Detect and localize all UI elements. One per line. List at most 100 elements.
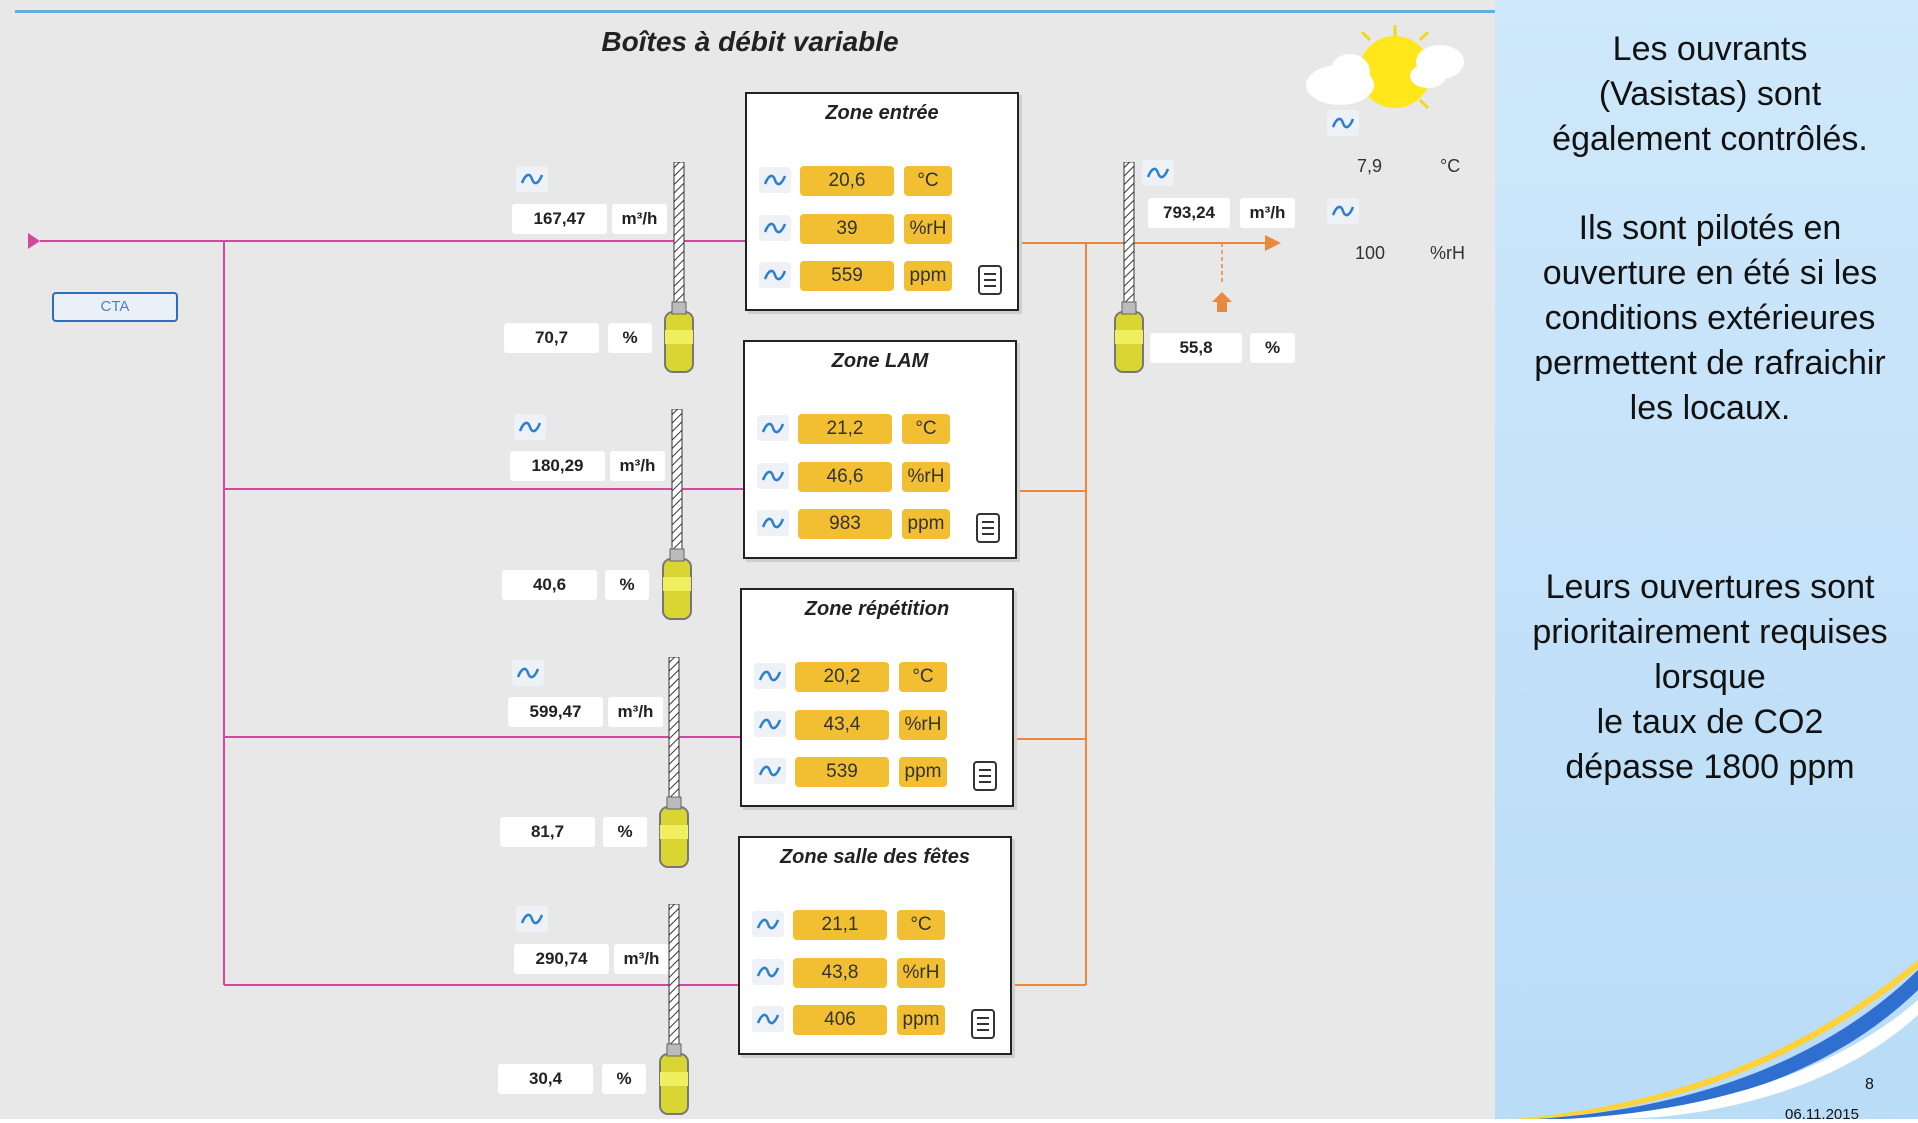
side-text-line: ouverture en été si les: [1542, 254, 1878, 292]
zone2-report-icon[interactable]: [973, 512, 1003, 544]
zone1-damper-actuator[interactable]: [662, 162, 696, 377]
zone4-co2-trend-icon[interactable]: [752, 1006, 784, 1032]
zone1-title: Zone entrée: [825, 102, 939, 124]
zone1-hum-value: 39: [800, 214, 894, 244]
exhaust-opening-unit: %: [1250, 333, 1295, 363]
zone2-panel: Zone LAM 21,2 °C 46,6 %rH 983 ppm: [743, 340, 1017, 559]
zone4-flow-value: 290,74: [514, 944, 609, 974]
zone2-flow-unit: m³/h: [610, 451, 665, 481]
zone2-damper-actuator[interactable]: [660, 409, 694, 624]
exhaust-damper-actuator[interactable]: [1112, 162, 1146, 377]
zone3-damper-actuator[interactable]: [657, 657, 691, 872]
side-text-line: Les ouvrants: [1612, 30, 1808, 68]
side-text-line: (Vasistas) sont: [1598, 75, 1822, 113]
scada-panel: Boîtes à débit variable CTA 7,9 °C 100 %…: [0, 0, 1495, 1119]
zone2-title: Zone LAM: [831, 350, 929, 372]
zone3-panel: Zone répétition 20,2 °C 43,4 %rH 539 ppm: [740, 588, 1014, 807]
zone2-co2-unit: ppm: [902, 509, 950, 539]
side-text-line: prioritairement requises: [1532, 613, 1888, 651]
zone3-flow-unit: m³/h: [608, 697, 663, 727]
exhaust-flow-value: 793,24: [1148, 198, 1230, 228]
side-text-p2: Ils sont pilotés en ouverture en été si …: [1505, 206, 1915, 431]
zone2-opening-unit: %: [605, 570, 649, 600]
zone3-title: Zone répétition: [804, 598, 950, 620]
zone4-flow-unit: m³/h: [614, 944, 669, 974]
outdoor-hum-unit: %rH: [1430, 243, 1465, 263]
side-text-line: dépasse 1800 ppm: [1565, 748, 1855, 786]
zone2-flow-value: 180,29: [510, 451, 605, 481]
side-text-line: Ils sont pilotés en: [1578, 209, 1842, 247]
duct-network: [28, 233, 1281, 986]
zone1-co2-trend-icon[interactable]: [759, 262, 791, 288]
zone2-temp-unit: °C: [902, 414, 950, 444]
zone4-opening-value: 30,4: [498, 1064, 593, 1094]
outdoor-hum-trend-icon[interactable]: [1327, 198, 1359, 224]
zone2-opening-value: 40,6: [502, 570, 597, 600]
zone2-temp-trend-icon[interactable]: [757, 415, 789, 441]
zone3-co2-value: 539: [795, 757, 889, 787]
zone1-opening-value: 70,7: [504, 323, 599, 353]
side-panel: [1495, 0, 1918, 1119]
zone3-flow-trend-icon[interactable]: [512, 660, 544, 686]
supply-inlet-arrow: [28, 233, 40, 249]
side-text-line: le taux de CO2: [1596, 703, 1824, 741]
zone3-temp-value: 20,2: [795, 662, 889, 692]
zone4-hum-value: 43,8: [793, 958, 887, 988]
zone4-temp-trend-icon[interactable]: [752, 911, 784, 937]
zone4-temp-value: 21,1: [793, 910, 887, 940]
zone1-flow-unit: m³/h: [612, 204, 667, 234]
zone1-hum-trend-icon[interactable]: [759, 215, 791, 241]
zone1-co2-value: 559: [800, 261, 894, 291]
zone2-temp-value: 21,2: [798, 414, 892, 444]
zone2-hum-trend-icon[interactable]: [757, 463, 789, 489]
zone3-hum-value: 43,4: [795, 710, 889, 740]
zone1-flow-trend-icon[interactable]: [516, 166, 548, 192]
zone2-co2-value: 983: [798, 509, 892, 539]
zone1-panel: Zone entrée 20,6 °C 39 %rH 559 ppm: [745, 92, 1019, 311]
zone4-hum-unit: %rH: [897, 958, 945, 988]
vasistas-arrow-icon: [1212, 292, 1232, 312]
top-border: [15, 10, 1495, 13]
zone4-hum-trend-icon[interactable]: [752, 959, 784, 985]
cta-button[interactable]: CTA: [52, 292, 178, 322]
zone4-opening-unit: %: [602, 1064, 646, 1094]
side-text-line: les locaux.: [1629, 389, 1791, 427]
side-text-line: lorsque: [1654, 658, 1766, 696]
zone1-temp-unit: °C: [904, 166, 952, 196]
side-text-line: également contrôlés.: [1552, 120, 1868, 158]
zone3-co2-trend-icon[interactable]: [754, 758, 786, 784]
zone4-flow-trend-icon[interactable]: [516, 906, 548, 932]
zone3-temp-trend-icon[interactable]: [754, 663, 786, 689]
zone3-report-icon[interactable]: [970, 760, 1000, 792]
zone2-co2-trend-icon[interactable]: [757, 510, 789, 536]
page-number: 8: [1865, 1076, 1874, 1093]
zone3-hum-trend-icon[interactable]: [754, 711, 786, 737]
zone1-report-icon[interactable]: [975, 264, 1005, 296]
decorative-swoosh: [1515, 960, 1918, 1119]
zone4-temp-unit: °C: [897, 910, 945, 940]
outdoor-temp-trend-icon[interactable]: [1327, 110, 1359, 136]
zone4-report-icon[interactable]: [968, 1008, 998, 1040]
outdoor-hum-value: 100: [1355, 243, 1386, 263]
zone4-panel: Zone salle des fêtes 21,1 °C 43,8 %rH 40…: [738, 836, 1012, 1055]
zone3-flow-value: 599,47: [508, 697, 603, 727]
exhaust-flow-trend-icon[interactable]: [1142, 160, 1174, 186]
zone1-co2-unit: ppm: [904, 261, 952, 291]
outdoor-temp-unit: °C: [1440, 156, 1461, 176]
zone4-co2-value: 406: [793, 1005, 887, 1035]
zone1-temp-trend-icon[interactable]: [759, 167, 791, 193]
zone2-flow-trend-icon[interactable]: [514, 414, 546, 440]
exhaust-flow-unit: m³/h: [1240, 198, 1295, 228]
zone1-opening-unit: %: [608, 323, 652, 353]
outdoor-temp-value: 7,9: [1357, 156, 1383, 176]
exhaust-outlet-arrow: [1265, 235, 1281, 251]
zone3-opening-value: 81,7: [500, 817, 595, 847]
zone3-temp-unit: °C: [899, 662, 947, 692]
side-text-line: conditions extérieures: [1544, 299, 1876, 337]
zone2-hum-unit: %rH: [902, 462, 950, 492]
zone3-co2-unit: ppm: [899, 757, 947, 787]
side-text-line: permettent de rafraichir: [1534, 344, 1886, 382]
zone1-flow-value: 167,47: [512, 204, 607, 234]
exhaust-opening-value: 55,8: [1150, 333, 1242, 363]
zone4-damper-actuator[interactable]: [657, 904, 691, 1119]
